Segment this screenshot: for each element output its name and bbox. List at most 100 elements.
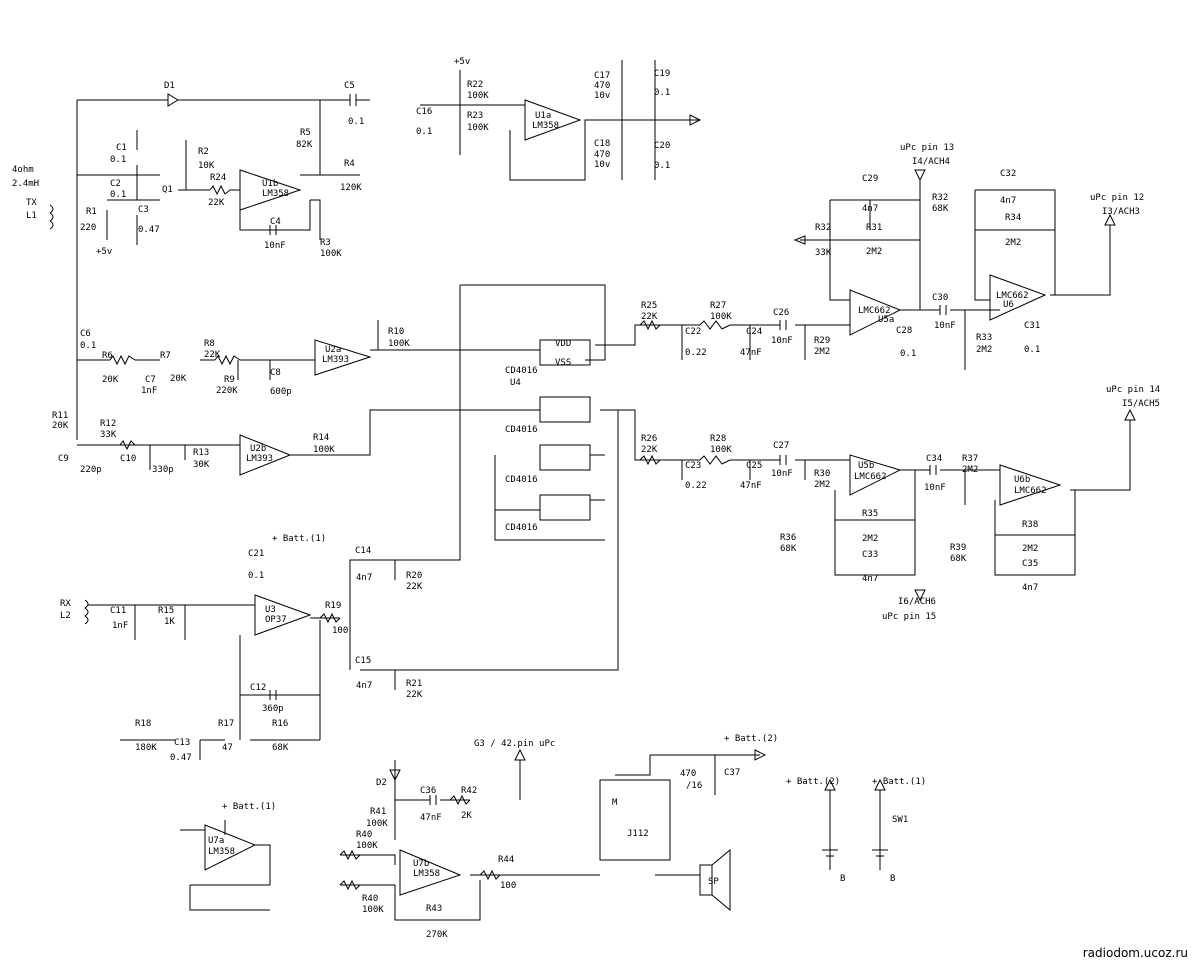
label-c21: C21 [248, 549, 264, 559]
label-r22v: 100K [467, 91, 489, 101]
label-c20v: 0.1 [654, 161, 670, 171]
label-r40a: R40 [356, 830, 372, 840]
label-c16: C16 [416, 107, 432, 117]
label-r9v: 220K [216, 386, 238, 396]
label-r39v: 68K [950, 554, 967, 564]
label-u7at: LM358 [208, 847, 235, 857]
label-q1: Q1 [162, 185, 173, 195]
label-u1at: LM358 [532, 121, 559, 131]
label-r12v: 33K [100, 430, 117, 440]
label-c25: C25 [746, 461, 762, 471]
label-sw1: SW1 [892, 815, 908, 825]
label-c12v: 360p [262, 704, 284, 714]
label-c34v: 10nF [924, 483, 946, 493]
label-batt1: + Batt.(1) [272, 534, 326, 544]
label-r24v: 22K [208, 198, 225, 208]
label-r11v: 20K [52, 421, 69, 431]
label-c18v: 470 [594, 150, 610, 160]
label-mh: 2.4mH [12, 179, 39, 189]
label-r7v: 20K [170, 374, 187, 384]
label-l1: L1 [26, 211, 37, 221]
label-r23v: 100K [467, 123, 489, 133]
label-g3: G3 / 42.pin uPc [474, 739, 555, 749]
label-c1v: 0.1 [110, 155, 126, 165]
label-r34: R34 [1005, 213, 1021, 223]
label-c17: C17 [594, 71, 610, 81]
wires [76, 60, 1131, 921]
label-r40b: R40 [362, 894, 378, 904]
label-r13: R13 [193, 448, 209, 458]
label-r5: R5 [300, 128, 311, 138]
label-c27v: 10nF [771, 469, 793, 479]
label-u2at: LM393 [322, 355, 349, 365]
label-r24: R24 [210, 173, 226, 183]
label-c36v: 47nF [420, 813, 442, 823]
label-r16: R16 [272, 719, 288, 729]
label-c17u: 10v [594, 91, 610, 101]
label-r4: R4 [344, 159, 355, 169]
label-ohm: 4ohm [12, 165, 34, 175]
label-r16v: 68K [272, 743, 289, 753]
label-r32b: R32 [932, 193, 948, 203]
label-r10: R10 [388, 327, 404, 337]
label-r14v: 100K [313, 445, 335, 455]
label-r44: R44 [498, 855, 514, 865]
label-d2: D2 [376, 778, 387, 788]
label-r14: R14 [313, 433, 329, 443]
components [49, 93, 1136, 912]
label-u2bt: LM393 [246, 454, 273, 464]
label-c7v: 1nF [141, 386, 157, 396]
label-u3: U3 [265, 605, 276, 615]
label-r35v: 2M2 [862, 534, 878, 544]
label-cd4016a: CD4016 [505, 366, 538, 376]
label-c34: C34 [926, 454, 942, 464]
label-j112: J112 [627, 829, 649, 839]
label-r9: R9 [224, 375, 235, 385]
label-c15v: 4n7 [356, 681, 372, 691]
label-r36v: 68K [780, 544, 797, 554]
label-u7a: U7a [208, 836, 224, 846]
label-c6v: 0.1 [80, 341, 96, 351]
label-c10: C10 [120, 454, 136, 464]
label-c27: C27 [773, 441, 789, 451]
label-r26: R26 [641, 434, 657, 444]
label-c12: C12 [250, 683, 266, 693]
label-u6: U6 [1003, 300, 1014, 310]
label-c8v: 600p [270, 387, 292, 397]
label-batt1c: + Batt.(1) [872, 777, 926, 787]
label-i3: I3/ACH3 [1102, 207, 1140, 217]
label-c35v: 4n7 [1022, 583, 1038, 593]
label-r17: R17 [218, 719, 234, 729]
label-r33: R33 [976, 333, 992, 343]
label-c2: C2 [110, 179, 121, 189]
label-r11: R11 [52, 411, 68, 421]
label-r19: R19 [325, 601, 341, 611]
label-r36: R36 [780, 533, 796, 543]
label-r12: R12 [100, 419, 116, 429]
label-r29v: 2M2 [814, 347, 830, 357]
labels: D1 C5 0.1 4ohm 2.4mH TX L1 C1 0.1 C2 0.1… [12, 57, 1160, 940]
label-c3v: 0.47 [138, 225, 160, 235]
label-c9: C9 [58, 454, 69, 464]
label-r6: R6 [102, 351, 113, 361]
label-r41: R41 [370, 807, 386, 817]
label-c19: C19 [654, 69, 670, 79]
label-c4: C4 [270, 217, 281, 227]
label-l2: L2 [60, 611, 71, 621]
label-batt2b: + Batt.(2) [786, 777, 840, 787]
label-r27: R27 [710, 301, 726, 311]
label-r31: R31 [866, 223, 882, 233]
label-r21v: 22K [406, 690, 423, 700]
label-r13v: 30K [193, 460, 210, 470]
label-cd4016d: CD4016 [505, 523, 538, 533]
label-c9v: 220p [80, 465, 102, 475]
label-c32: C32 [1000, 169, 1016, 179]
label-c25v: 47nF [740, 481, 762, 491]
label-c14v: 4n7 [356, 573, 372, 583]
label-r18: R18 [135, 719, 151, 729]
label-r43: R43 [426, 904, 442, 914]
label-c23v: 0.22 [685, 481, 707, 491]
label-r44v: 100 [500, 881, 516, 891]
label-r10v: 100K [388, 339, 410, 349]
